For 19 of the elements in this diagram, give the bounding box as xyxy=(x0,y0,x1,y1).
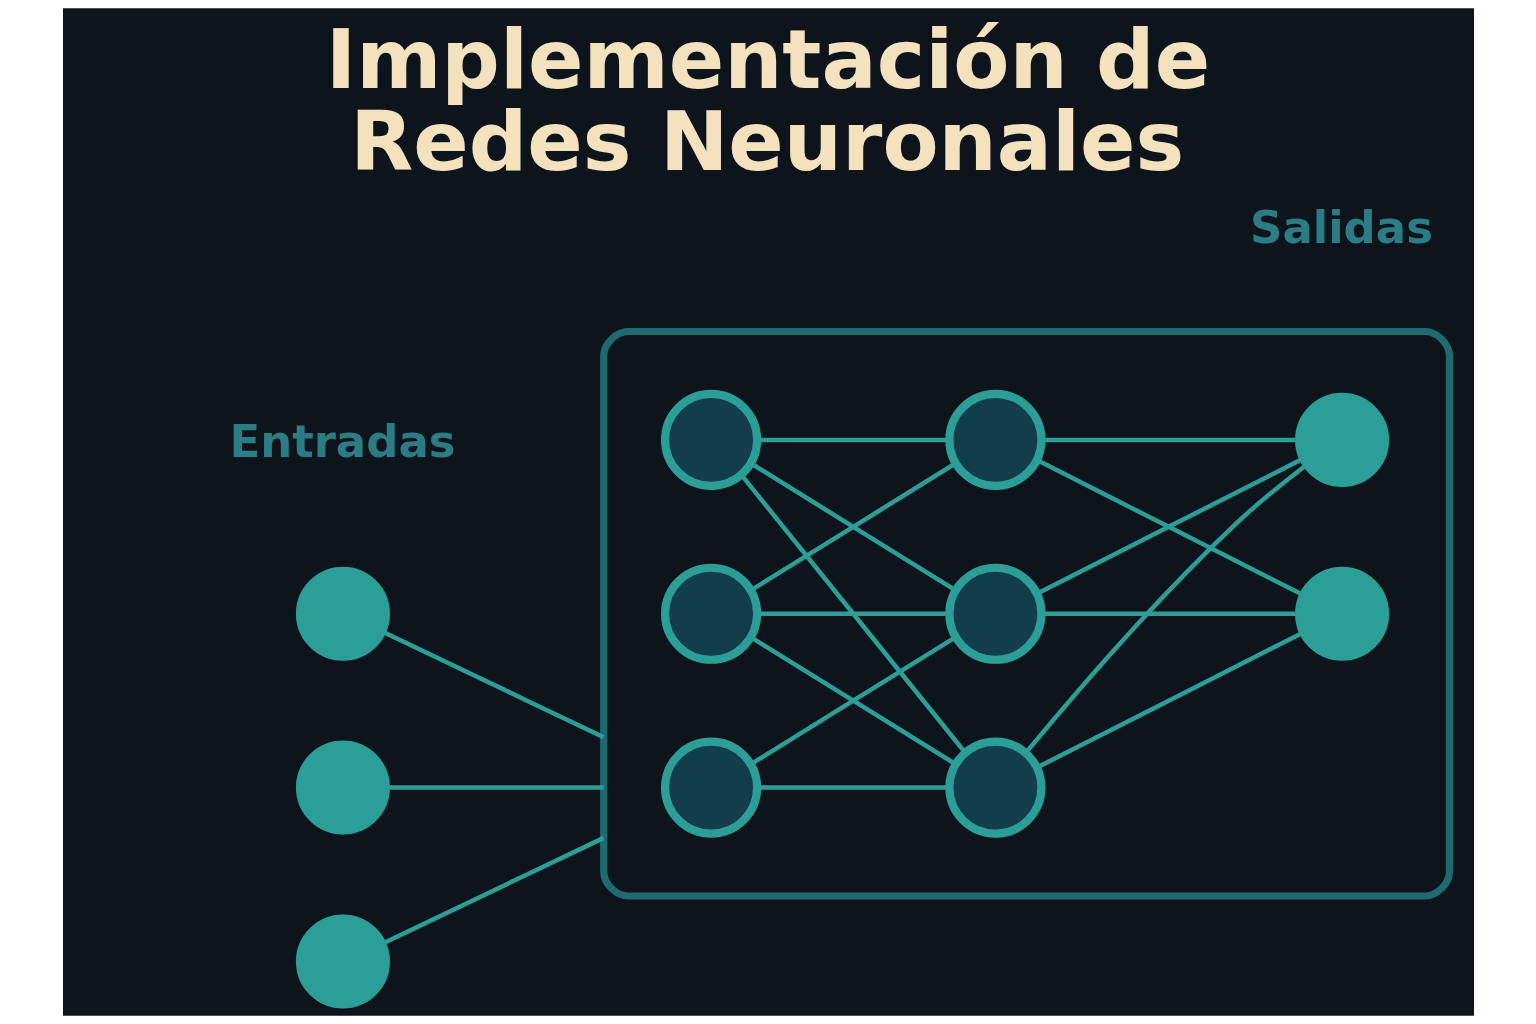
node-circle xyxy=(1294,392,1389,487)
label: Salidas xyxy=(1249,200,1433,254)
cluster xyxy=(599,327,1453,900)
connector xyxy=(389,785,604,790)
node-circle xyxy=(1294,566,1389,661)
node-circle xyxy=(295,740,390,835)
node-circle xyxy=(660,389,761,490)
node-circle xyxy=(944,389,1045,490)
node-circle xyxy=(660,737,761,838)
connector xyxy=(383,631,605,740)
connector xyxy=(383,835,605,945)
node-circle xyxy=(295,914,390,1009)
diagram-title: Implementación de Redes Neuronales xyxy=(325,12,1210,189)
connector xyxy=(1024,464,1306,754)
node-circle xyxy=(295,566,390,661)
node-circle xyxy=(944,563,1045,664)
node-circle xyxy=(660,563,761,664)
node-circle xyxy=(944,737,1045,838)
label: Entradas xyxy=(228,415,456,469)
